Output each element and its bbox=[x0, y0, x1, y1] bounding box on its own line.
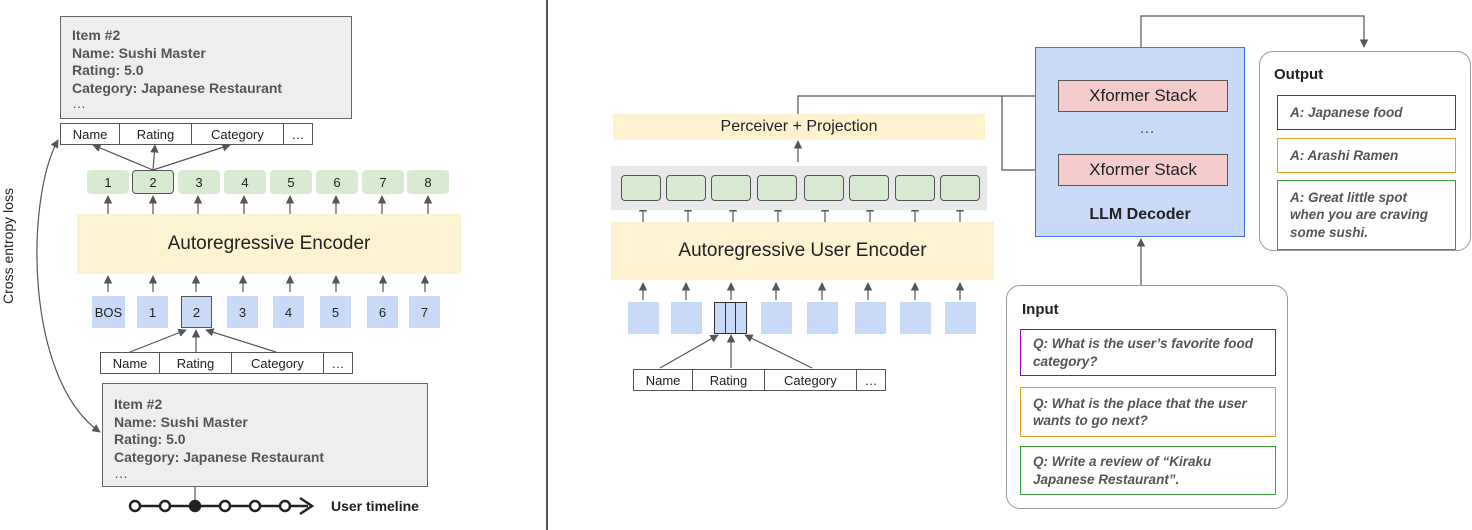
input-panel: Input Q: What is the user’s favorite foo… bbox=[1006, 285, 1288, 509]
question-text: Q: What is the place that the user wants… bbox=[1033, 395, 1247, 429]
input-token-multi-attr bbox=[714, 302, 747, 334]
answer-box-3: A: Great little spot when you are cravin… bbox=[1277, 180, 1456, 250]
output-token: 4 bbox=[224, 170, 266, 194]
input-token bbox=[945, 302, 976, 334]
answer-text: A: Arashi Ramen bbox=[1290, 147, 1399, 163]
output-token-selected: 2 bbox=[132, 170, 174, 194]
question-text: Q: Write a review of “Kiraku Japanese Re… bbox=[1033, 454, 1212, 487]
item-name: Name: Sushi Master bbox=[114, 413, 248, 430]
input-token bbox=[855, 302, 886, 334]
output-token: 6 bbox=[316, 170, 358, 194]
top-item-card: Item #2 Name: Sushi Master Rating: 5.0 C… bbox=[60, 16, 352, 119]
left-bottom-attr-arrows bbox=[129, 328, 277, 353]
output-panel: Output A: Japanese food A: Arashi Ramen … bbox=[1259, 51, 1471, 251]
right-input-arrows bbox=[638, 282, 965, 300]
stack-ellipsis: … bbox=[1139, 120, 1155, 137]
answer-text: A: Great little spot when you are cravin… bbox=[1290, 189, 1429, 240]
question-box-3: Q: Write a review of “Kiraku Japanese Re… bbox=[1020, 446, 1276, 495]
xformer-stack-2: Xformer Stack bbox=[1058, 154, 1228, 186]
input-token bbox=[900, 302, 931, 334]
bottom-item-card: Item #2 Name: Sushi Master Rating: 5.0 C… bbox=[102, 383, 428, 487]
output-token: 1 bbox=[87, 170, 129, 194]
output-title: Output bbox=[1274, 66, 1324, 83]
item-title: Item #2 bbox=[72, 27, 121, 43]
embedding-token bbox=[666, 175, 706, 201]
item-rating: Rating: 5.0 bbox=[114, 431, 186, 447]
embedding-token bbox=[804, 175, 844, 201]
attr-category: Category bbox=[230, 352, 324, 374]
embedding-token bbox=[711, 175, 751, 201]
left-top-attr-arrows bbox=[92, 143, 231, 171]
attr-more: … bbox=[282, 123, 313, 145]
attr-rating: Rating bbox=[119, 123, 192, 145]
input-token: 5 bbox=[320, 296, 351, 328]
answer-text: A: Japanese food bbox=[1290, 104, 1403, 120]
embedding-token bbox=[940, 175, 980, 201]
top-attr-row: Name Rating Category … bbox=[60, 123, 313, 145]
item-title: Item #2 bbox=[114, 396, 163, 412]
timeline-dots bbox=[128, 499, 292, 513]
output-token: 7 bbox=[362, 170, 404, 194]
attr-more: … bbox=[322, 352, 353, 374]
cross-entropy-label: Cross entropy loss bbox=[0, 188, 16, 304]
attr-name: Name bbox=[60, 123, 121, 145]
llm-decoder-label: LLM Decoder bbox=[1089, 206, 1191, 223]
input-token: 7 bbox=[409, 296, 440, 328]
input-title: Input bbox=[1022, 301, 1059, 318]
question-box-1: Q: What is the user’s favorite food cate… bbox=[1020, 329, 1276, 376]
perceiver-to-stack1-arrow bbox=[797, 91, 1056, 114]
question-box-2: Q: What is the place that the user wants… bbox=[1020, 387, 1276, 437]
item-category: Category: Japanese Restaurant bbox=[114, 448, 325, 465]
input-token-bos: BOS bbox=[92, 296, 125, 328]
llm-decoder-block: Xformer Stack … Xformer Stack LLM Decode… bbox=[1035, 47, 1245, 237]
embedding-token bbox=[895, 175, 935, 201]
attr-name: Name bbox=[100, 352, 161, 374]
attr-category: Category bbox=[190, 123, 284, 145]
item-rating: Rating: 5.0 bbox=[72, 62, 144, 78]
input-token: 1 bbox=[137, 296, 168, 328]
item-name: Name: Sushi Master bbox=[72, 44, 206, 61]
item-more: … bbox=[114, 465, 128, 481]
answer-box-2: A: Arashi Ramen bbox=[1277, 138, 1456, 173]
left-input-arrows bbox=[103, 275, 430, 292]
output-token: 8 bbox=[407, 170, 449, 194]
bottom-attr-row: Name Rating Category … bbox=[100, 352, 353, 374]
attr-category: Category bbox=[763, 369, 857, 391]
embedding-token bbox=[849, 175, 889, 201]
input-token bbox=[807, 302, 838, 334]
right-attr-row: Name Rating Category … bbox=[633, 369, 886, 391]
attr-name: Name bbox=[633, 369, 694, 391]
item-category: Category: Japanese Restaurant bbox=[72, 79, 283, 96]
cross-entropy-curve bbox=[36, 139, 101, 433]
embedding-token bbox=[757, 175, 797, 201]
perceiver-block: Perceiver + Projection bbox=[613, 114, 985, 140]
input-token bbox=[761, 302, 792, 334]
question-text: Q: What is the user’s favorite food cate… bbox=[1033, 336, 1254, 369]
xformer-stack-1: Xformer Stack bbox=[1058, 80, 1228, 112]
user-encoder-block: Autoregressive User Encoder bbox=[611, 222, 994, 280]
left-output-arrows bbox=[103, 195, 433, 214]
left-encoder-block: Autoregressive Encoder bbox=[77, 214, 461, 274]
attr-more: … bbox=[855, 369, 886, 391]
input-token: 3 bbox=[227, 296, 258, 328]
output-token: 5 bbox=[270, 170, 312, 194]
decoder-to-output-arrow bbox=[1140, 15, 1369, 48]
embedding-token bbox=[621, 175, 661, 201]
input-token: 6 bbox=[367, 296, 398, 328]
timeline-label: User timeline bbox=[331, 498, 419, 514]
embedding-strip bbox=[611, 166, 987, 210]
input-token bbox=[628, 302, 659, 334]
item-more: … bbox=[72, 95, 86, 111]
answer-box-1: A: Japanese food bbox=[1277, 95, 1456, 130]
attr-rating: Rating bbox=[692, 369, 765, 391]
attr-rating: Rating bbox=[159, 352, 232, 374]
input-token: 4 bbox=[273, 296, 304, 328]
input-token-selected: 2 bbox=[181, 296, 212, 328]
output-token: 3 bbox=[178, 170, 220, 194]
timeline-arrowhead bbox=[299, 496, 315, 516]
right-attr-arrows bbox=[659, 334, 813, 369]
input-token bbox=[671, 302, 702, 334]
